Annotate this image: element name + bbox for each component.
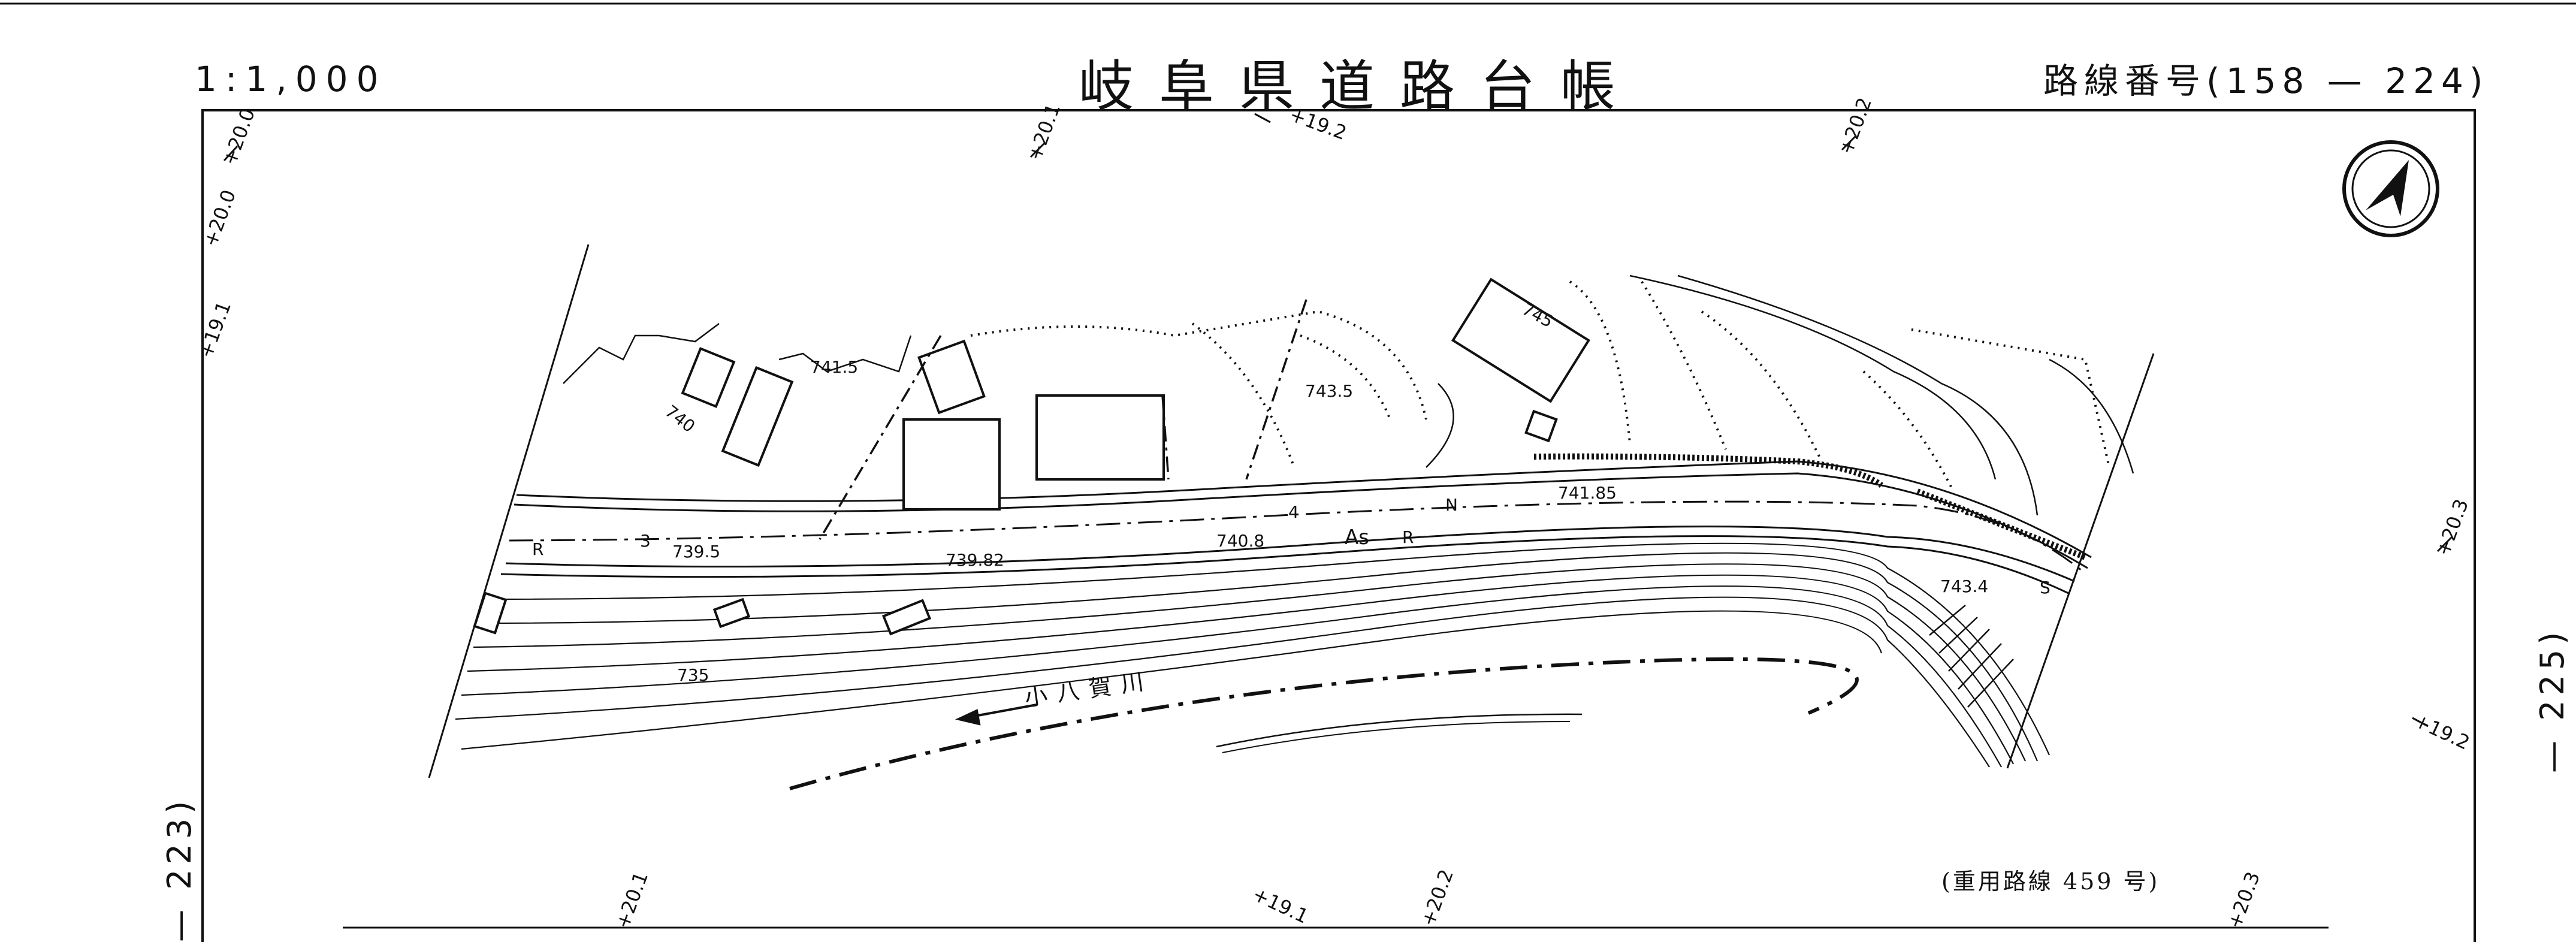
building-4 [681,347,736,408]
map-title: 岐阜県道路台帳 [1079,55,1641,119]
buildings [473,277,1590,636]
parcel-boundaries [970,280,2110,492]
map-scale: 1:1,000 [195,59,387,99]
elevation-label: 743.4 [1940,576,1988,596]
grid-tick: +20.0 [199,187,240,250]
grid-tick: +19.2 [2411,709,2474,754]
river-centerline [789,657,1859,790]
road-label: R [1402,527,1414,547]
site-boundary-right [2006,353,2155,769]
elevation-label: 741.5 [810,357,858,377]
elevation-label: 740.8 [1216,531,1264,551]
elevation-label: 741.85 [1558,483,1617,503]
lot-lines [563,274,2134,516]
road-label: R [532,539,543,559]
building-10 [473,591,508,635]
route-number: 路線番号(158 — 224) [2043,61,2489,101]
concurrent-route-note: (重用路線 459 号) [1941,868,2160,895]
building-7 [1524,409,1558,443]
sandbar-line [1216,713,1583,748]
grid-tick: +19.1 [1249,883,1312,928]
elevation-label: 739.82 [946,550,1004,570]
elevation-label: 740 [662,401,699,437]
grid-tick: +20.2 [1835,95,1876,158]
road-label: S [2040,578,2050,597]
river-name-label: 小八賀川 [1023,667,1155,711]
road-label: 4 [1288,502,1299,522]
building-3 [917,339,986,415]
sandbar-line-2 [1222,721,1571,753]
grid-tick: +20.0 [218,105,259,168]
grid-tick: +20.3 [2432,496,2473,559]
grid-tick: +20.3 [2223,869,2264,932]
elevation-label: 735 [677,665,709,685]
retaining-wall [1533,453,2086,560]
grid-tick: +19.1 [194,298,235,361]
boundary-dashdot [819,299,1307,540]
building-1 [902,418,1001,511]
building-2 [1035,394,1165,481]
river-flow-arrow [955,704,1037,726]
road-labels: R 3 4 N R S As [532,495,2050,597]
grid-tick: +20.2 [1417,866,1458,929]
grid-tick-labels: +20.0 +20.0 +19.1 +20.1 +19.2 +20.2 +20.… [194,95,2474,932]
building-5 [721,366,794,467]
map-frame [201,109,2476,942]
elevation-label: 743.5 [1305,381,1353,401]
elevation-label: 739.5 [672,542,720,561]
river-bank-contours [455,542,2050,768]
building-6 [1451,277,1590,403]
north-arrow-icon [2342,140,2439,237]
road-surface-label: As [1345,526,1369,550]
building-8 [881,599,932,636]
grid-tick-marks [223,113,2453,727]
site-boundary-left [428,244,590,778]
grid-tick: +20.1 [611,869,653,932]
road-label: 3 [640,531,651,551]
road [500,460,2092,594]
road-label: N [1445,495,1458,515]
embankment-hatch [1929,605,2014,708]
building-9 [712,597,751,629]
